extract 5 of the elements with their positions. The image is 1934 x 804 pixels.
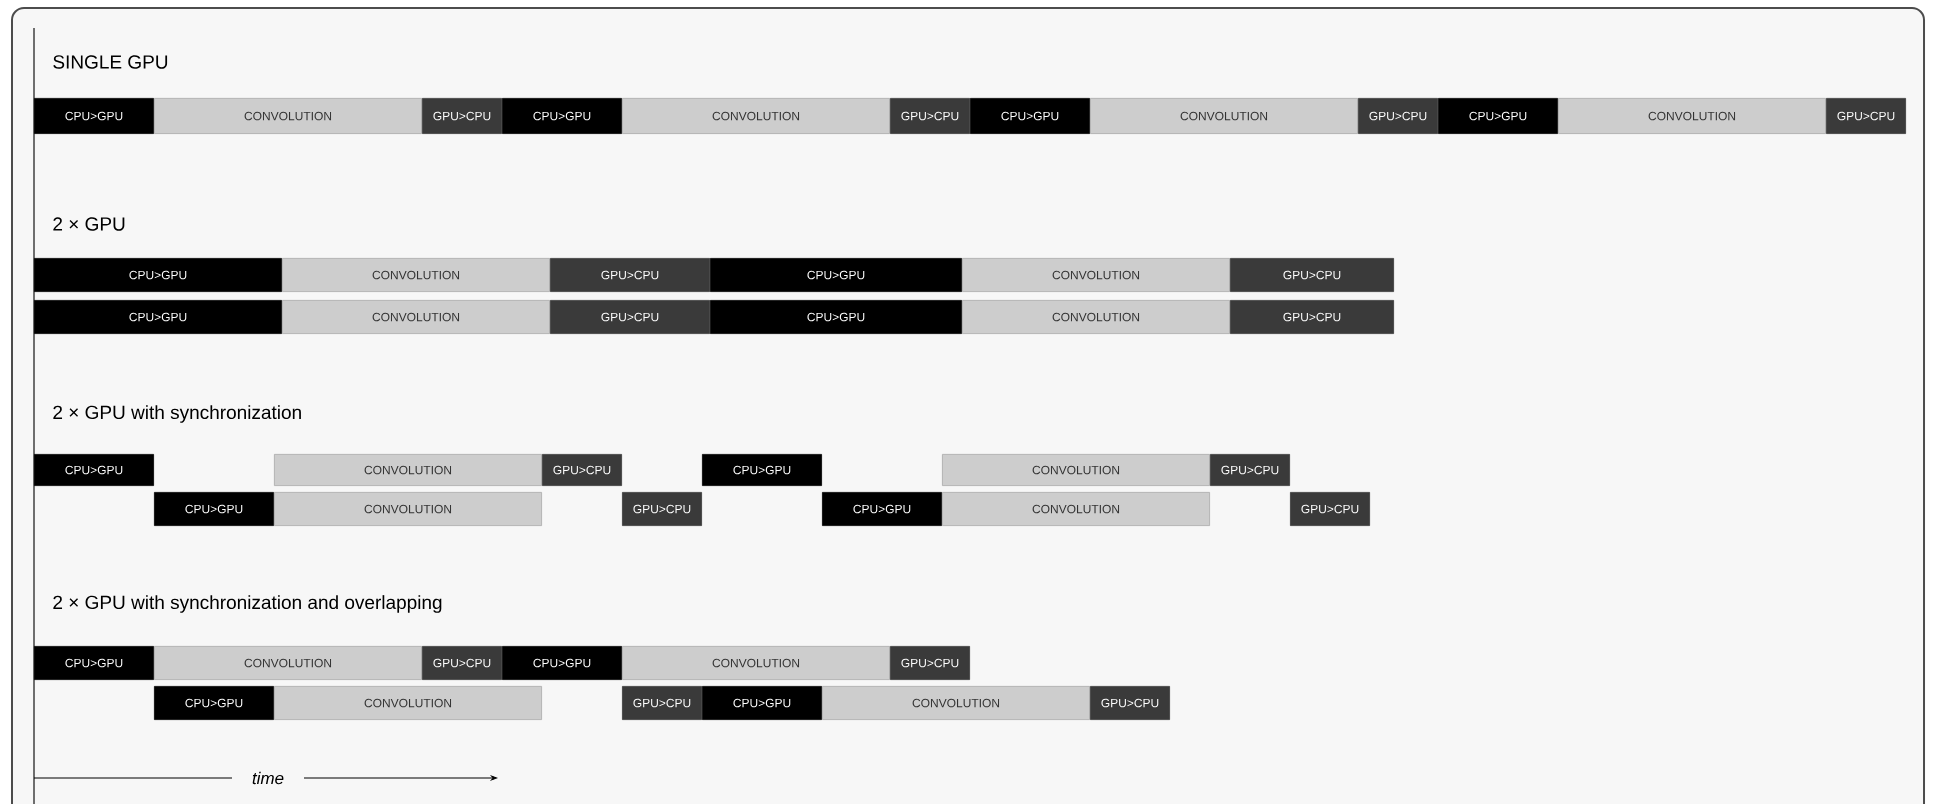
section-heading: 2 × GPU: [53, 217, 125, 231]
axis-label: time: [252, 771, 284, 785]
section-heading: 2 × GPU with synchronization and overlapping: [53, 595, 442, 613]
section-heading: 2 × GPU with synchronization: [53, 405, 301, 423]
section-heading: SINGLE GPU: [53, 55, 168, 69]
